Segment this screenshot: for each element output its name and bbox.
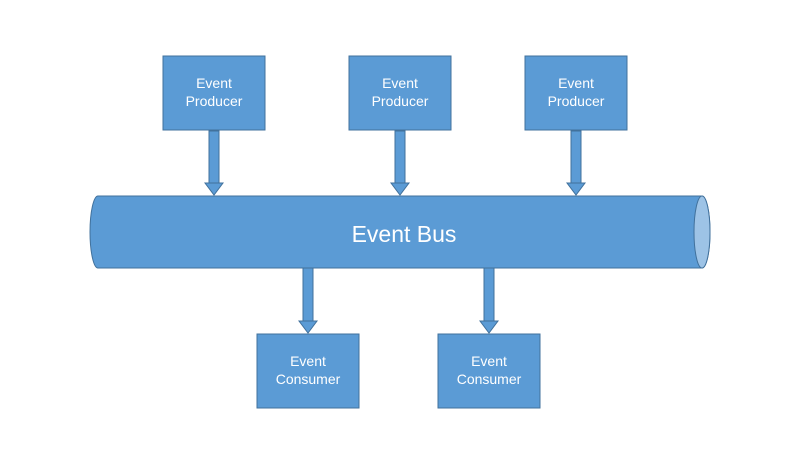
bus-end-cap: [693, 195, 711, 269]
producer-arrow-3: [566, 130, 586, 196]
consumer-1-line2: Consumer: [276, 371, 341, 387]
bus-label: Event Bus: [352, 221, 457, 247]
consumer-box-1: Event Consumer: [256, 333, 360, 409]
producer-3-line1: Event: [558, 75, 594, 91]
consumer-arrow-1: [298, 267, 318, 334]
producer-box-1: Event Producer: [162, 55, 266, 131]
consumer-2-line2: Consumer: [457, 371, 522, 387]
event-bus-cylinder: Event Bus: [89, 195, 711, 269]
consumer-1-line1: Event: [290, 353, 326, 369]
producer-2-line2: Producer: [372, 93, 429, 109]
producer-arrow-1: [204, 130, 224, 196]
producer-box-3: Event Producer: [524, 55, 628, 131]
consumer-box-2: Event Consumer: [437, 333, 541, 409]
producer-2-line1: Event: [382, 75, 418, 91]
producer-arrow-2: [390, 130, 410, 196]
producer-3-line2: Producer: [548, 93, 605, 109]
consumer-2-line1: Event: [471, 353, 507, 369]
producer-1-line2: Producer: [186, 93, 243, 109]
producer-1-line1: Event: [196, 75, 232, 91]
consumer-arrow-2: [479, 267, 499, 334]
producer-box-2: Event Producer: [348, 55, 452, 131]
